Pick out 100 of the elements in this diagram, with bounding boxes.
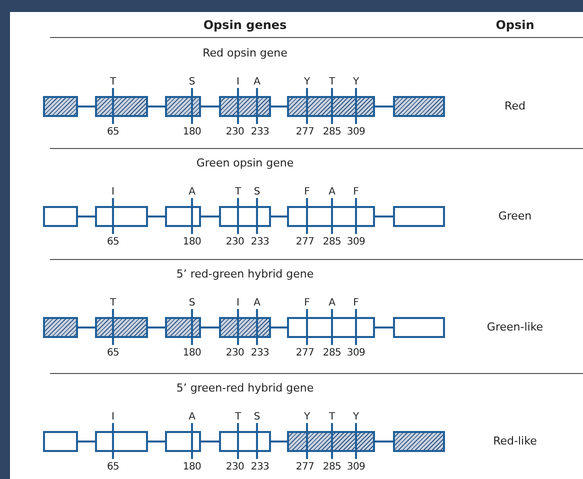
amino-acid-letter: I bbox=[236, 298, 240, 308]
intron-line bbox=[78, 216, 95, 218]
intron-line bbox=[148, 326, 165, 328]
amino-acid-letter: F bbox=[353, 186, 359, 198]
exon-box bbox=[165, 317, 201, 338]
gene-name: Red opsin gene bbox=[202, 46, 288, 60]
amino-acid-letter: T bbox=[328, 76, 336, 88]
position-number: 230 bbox=[226, 462, 244, 472]
amino-acid-letter: A bbox=[328, 186, 336, 198]
exon-box bbox=[219, 96, 271, 117]
column-header: Opsin bbox=[496, 18, 534, 32]
intron-line bbox=[201, 106, 219, 108]
exon-box bbox=[287, 431, 375, 452]
intron-line bbox=[201, 326, 219, 328]
amino-acid-letter: S bbox=[254, 186, 260, 198]
position-number: 65 bbox=[106, 462, 120, 472]
opsin-name: Green bbox=[498, 210, 532, 222]
amino-acid-letter: F bbox=[353, 298, 359, 308]
position-number: 230 bbox=[226, 236, 244, 248]
gene-name: 5’ green-red hybrid gene bbox=[176, 382, 314, 394]
position-number: 285 bbox=[322, 126, 342, 138]
exon-box bbox=[393, 206, 445, 227]
amino-acid-letter: Y bbox=[352, 76, 360, 88]
position-number: 65 bbox=[106, 236, 120, 248]
opsin-name: Green-like bbox=[486, 320, 544, 334]
amino-acid-letter: I bbox=[236, 76, 240, 88]
amino-acid-letter: F bbox=[304, 186, 310, 198]
opsin-name: Red bbox=[504, 100, 526, 112]
intron-line bbox=[78, 326, 95, 328]
amino-acid-letter: T bbox=[234, 412, 242, 422]
intron-line bbox=[375, 216, 393, 218]
amino-acid-letter: T bbox=[110, 76, 116, 88]
intron-line bbox=[148, 440, 165, 442]
position-number: 285 bbox=[322, 236, 342, 248]
position-number: 277 bbox=[296, 236, 314, 248]
amino-acid-letter: S bbox=[254, 412, 260, 422]
intron-line bbox=[78, 440, 95, 442]
intron-line bbox=[78, 106, 95, 108]
exon-box bbox=[393, 317, 445, 338]
amino-acid-letter: F bbox=[304, 298, 310, 308]
exon-box bbox=[287, 96, 375, 117]
exon-box bbox=[393, 96, 445, 117]
opsin-name: Red-like bbox=[493, 434, 537, 448]
intron-line bbox=[375, 440, 393, 442]
amino-acid-letter: A bbox=[188, 186, 196, 198]
exon-box bbox=[95, 431, 148, 452]
position-number: 180 bbox=[182, 348, 202, 358]
intron-line bbox=[271, 106, 287, 108]
amino-acid-letter: T bbox=[110, 298, 116, 308]
exon-box bbox=[43, 431, 78, 452]
position-number: 233 bbox=[250, 126, 270, 138]
exon-box bbox=[287, 206, 375, 227]
position-number: 309 bbox=[346, 462, 366, 472]
gene-name: Green opsin gene bbox=[196, 156, 294, 170]
amino-acid-letter: Y bbox=[352, 412, 360, 422]
exon-box bbox=[219, 431, 271, 452]
intron-line bbox=[375, 326, 393, 328]
position-number: 65 bbox=[106, 348, 120, 358]
position-number: 309 bbox=[346, 236, 366, 248]
exon-box bbox=[95, 96, 148, 117]
exon-box bbox=[287, 317, 375, 338]
exon-box bbox=[219, 317, 271, 338]
position-number: 277 bbox=[296, 348, 314, 358]
exon-box bbox=[95, 206, 148, 227]
exon-box bbox=[165, 431, 201, 452]
amino-acid-letter: S bbox=[188, 298, 196, 308]
position-number: 277 bbox=[296, 462, 314, 472]
position-number: 285 bbox=[322, 348, 342, 358]
intron-line bbox=[148, 106, 165, 108]
intron-line bbox=[271, 440, 287, 442]
amino-acid-letter: T bbox=[234, 186, 242, 198]
gene-name: 5’ red-green hybrid gene bbox=[176, 268, 314, 280]
exon-box bbox=[165, 96, 201, 117]
column-header: Opsin genes bbox=[203, 18, 287, 32]
amino-acid-letter: T bbox=[328, 412, 336, 422]
exon-box bbox=[95, 317, 148, 338]
amino-acid-letter: A bbox=[254, 298, 260, 308]
intron-line bbox=[375, 106, 393, 108]
position-number: 309 bbox=[346, 126, 366, 138]
amino-acid-letter: Y bbox=[304, 412, 310, 422]
intron-line bbox=[201, 440, 219, 442]
position-number: 230 bbox=[226, 348, 244, 358]
amino-acid-letter: A bbox=[328, 298, 336, 308]
exon-box bbox=[43, 96, 78, 117]
position-number: 230 bbox=[226, 126, 244, 138]
position-number: 180 bbox=[182, 462, 202, 472]
amino-acid-letter: A bbox=[254, 76, 260, 88]
amino-acid-letter: I bbox=[112, 186, 114, 198]
exon-box bbox=[393, 431, 445, 452]
position-number: 233 bbox=[250, 462, 270, 472]
position-number: 180 bbox=[182, 126, 202, 138]
intron-line bbox=[271, 326, 287, 328]
position-number: 233 bbox=[250, 236, 270, 248]
position-number: 277 bbox=[296, 126, 314, 138]
exon-box bbox=[43, 317, 78, 338]
exon-box bbox=[219, 206, 271, 227]
position-number: 233 bbox=[250, 348, 270, 358]
intron-line bbox=[201, 216, 219, 218]
amino-acid-letter: I bbox=[112, 412, 114, 422]
position-number: 285 bbox=[322, 462, 342, 472]
